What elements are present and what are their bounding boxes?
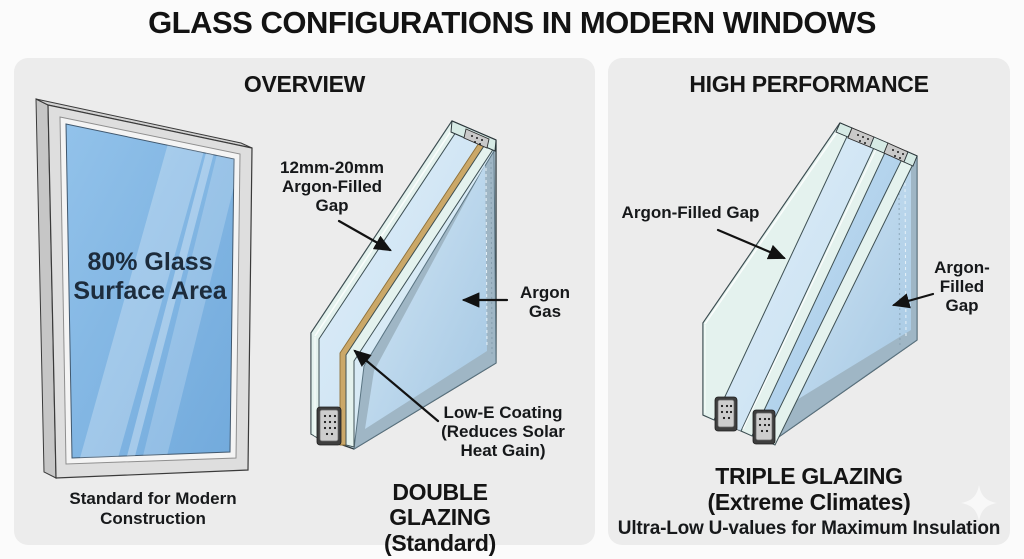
triple-glazing-subtitle: (Extreme Climates): [707, 489, 911, 515]
arrow-gap-icon: [337, 219, 392, 252]
overview-panel: OVERVIEW: [14, 58, 595, 556]
overview-diagram: [35, 98, 509, 479]
pane-highlight: [742, 140, 881, 430]
top-spacer-bar: [463, 128, 490, 149]
label-low-e-coating: Low-E Coating (Reduces Solar Heat Gain): [441, 403, 565, 460]
pane-highlight: [704, 124, 843, 325]
sparkle-watermark-icon: [961, 485, 997, 521]
arrow-gap-left-icon: [716, 228, 787, 260]
label-argon-gap-right: Argon- Filled Gap: [934, 258, 990, 315]
face-dashed-line: [904, 182, 907, 339]
triple-glazing-note: Ultra-Low U-values for Maximum Insulatio…: [617, 518, 1001, 539]
glass-surface-label: 80% Glass Surface Area: [73, 248, 227, 305]
bottom-spacer-block-1: [714, 396, 738, 432]
argon-gap-2: [752, 144, 906, 443]
arrow-low-e-icon: [353, 349, 440, 423]
pane-highlight: [314, 124, 456, 337]
face-dashed-line: [490, 161, 493, 355]
argon-gap-1: [714, 128, 878, 431]
arrow-gap-right-icon: [891, 292, 935, 309]
window-illustration: [35, 98, 253, 479]
double-glazing-caption: DOUBLE GLAZING (Standard): [340, 479, 540, 557]
double-glazing-subtitle: (Standard): [383, 530, 496, 556]
window-caption: Standard for Modern Construction: [69, 489, 237, 528]
bottom-spacer-block: [316, 406, 342, 446]
face-dashed-line: [898, 192, 901, 347]
window-glass: [65, 123, 235, 459]
callout-arrows: [337, 219, 509, 423]
page-title: GLASS CONFIGURATIONS IN MODERN WINDOWS: [148, 5, 876, 40]
high-performance-diagram: [702, 122, 997, 521]
high-performance-panel: HIGH PERFORMANCE: [608, 58, 1010, 545]
label-argon-gap-left: Argon-Filled Gap: [621, 203, 760, 222]
inner-face: [365, 165, 487, 429]
high-performance-header: HIGH PERFORMANCE: [689, 71, 929, 97]
double-glazing-diagram: [310, 120, 497, 450]
glass-reflections: [80, 124, 234, 458]
overview-header: OVERVIEW: [243, 71, 366, 97]
top-cap-3: [903, 151, 918, 167]
label-argon-gas: Argon Gas: [519, 283, 571, 321]
triple-glazing-title: TRIPLE GLAZING: [715, 463, 903, 489]
face-dashed-line: [485, 167, 488, 349]
triple-glazing-caption: TRIPLE GLAZING (Extreme Climates): [659, 463, 959, 516]
bottom-spacer-block-2: [752, 409, 776, 445]
callout-arrows: [716, 228, 935, 309]
label-argon-gap: 12mm-20mm Argon-Filled Gap: [280, 158, 384, 215]
triple-glazing-diagram: [702, 122, 918, 446]
double-glazing-title: DOUBLE GLAZING: [389, 479, 491, 530]
